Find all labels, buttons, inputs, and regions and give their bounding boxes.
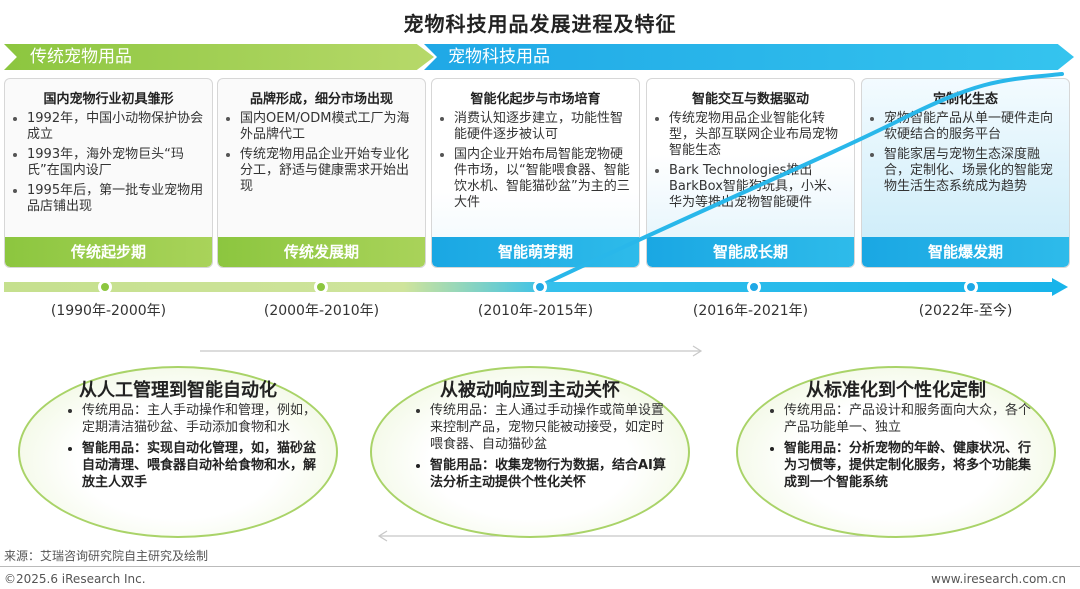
stage-card-4: 智能交互与数据驱动 传统宠物用品企业智能化转型，头部互联网企业布局宠物智能生态 …	[646, 78, 855, 268]
feature-body-2: 传统用品：主人通过手动操作或简单设置来控制产品，宠物只能被动接受，如定时喂食器、…	[414, 402, 676, 495]
timeline-dot	[747, 280, 761, 294]
stage-item: 1992年，中国小动物保护协会成立	[27, 111, 206, 143]
tech-products-banner: 宠物科技用品	[424, 44, 1074, 70]
stage-heading: 品牌形成，细分市场出现	[249, 92, 393, 107]
stage-items: 1992年，中国小动物保护协会成立 1993年，海外宠物巨头“玛氏”在国内设厂 …	[5, 111, 212, 215]
stage-items: 传统宠物用品企业智能化转型，头部互联网企业布局宠物智能生态 Bark Techn…	[647, 111, 854, 211]
feature-ellipse-2	[370, 366, 690, 538]
stage-label: 智能爆发期	[862, 237, 1069, 267]
feature-traditional: 传统用品：主人手动操作和管理，例如，定期清洁猫砂盆、手动添加食物和水	[82, 402, 322, 436]
stage-period: (2010年-2015年)	[477, 303, 594, 319]
stage-items: 国内OEM/ODM模式工厂为海外品牌代工 传统宠物用品企业开始专业化分工，舒适与…	[218, 111, 425, 195]
stage-label: 智能成长期	[647, 237, 854, 267]
stage-card-5: 定制化生态 宠物智能产品从单一硬件走向软硬结合的服务平台 智能家居与宠物生态深度…	[861, 78, 1070, 268]
stage-item: 消费认知逐步建立，功能性智能硬件逐步被认可	[454, 111, 633, 143]
stage-item: 宠物智能产品从单一硬件走向软硬结合的服务平台	[884, 111, 1063, 143]
stage-item: 国内OEM/ODM模式工厂为海外品牌代工	[240, 111, 419, 143]
stage-item: 传统宠物用品企业智能化转型，头部互联网企业布局宠物智能生态	[669, 111, 848, 159]
stage-period: (2022年-至今)	[918, 303, 1013, 319]
feature-ellipse-3	[736, 366, 1056, 538]
timeline-dot	[314, 280, 328, 294]
stage-item: 传统宠物用品企业开始专业化分工，舒适与健康需求开始出现	[240, 147, 419, 195]
feature-ellipse-1	[18, 366, 338, 538]
stage-card-2: 品牌形成，细分市场出现 国内OEM/ODM模式工厂为海外品牌代工 传统宠物用品企…	[217, 78, 426, 268]
stage-period: (2016年-2021年)	[692, 303, 809, 319]
website-link[interactable]: www.iresearch.com.cn	[931, 572, 1066, 586]
stage-item: Bark Technologies推出BarkBox智能狗玩具，小米、华为等推出…	[669, 163, 848, 211]
feature-traditional: 传统用品：主人通过手动操作或简单设置来控制产品，宠物只能被动接受，如定时喂食器、…	[430, 402, 676, 453]
stage-item: 国内企业开始布局智能宠物硬件市场，以“智能喂食器、智能饮水机、智能猫砂盆”为主的…	[454, 147, 633, 211]
stage-card-3: 智能化起步与市场培育 消费认知逐步建立，功能性智能硬件逐步被认可 国内企业开始布…	[431, 78, 640, 268]
timeline-dot	[964, 280, 978, 294]
stage-card-1: 国内宠物行业初具雏形 1992年，中国小动物保护协会成立 1993年，海外宠物巨…	[4, 78, 213, 268]
stage-period: (2000年-2010年)	[263, 303, 380, 319]
stage-items: 宠物智能产品从单一硬件走向软硬结合的服务平台 智能家居与宠物生态深度融合，定制化…	[862, 111, 1069, 195]
timeline-bar	[4, 282, 1056, 292]
stage-label: 智能萌芽期	[432, 237, 639, 267]
stage-heading: 智能交互与数据驱动	[691, 92, 809, 107]
feature-traditional: 传统用品：产品设计和服务面向大众，各个产品功能单一、独立	[784, 402, 1034, 436]
page-title: 宠物科技用品发展进程及特征	[403, 12, 677, 36]
stage-heading: 定制化生态	[932, 92, 998, 107]
source-note: 来源：艾瑞咨询研究院自主研究及绘制	[4, 549, 209, 563]
feature-body-1: 传统用品：主人手动操作和管理，例如，定期清洁猫砂盆、手动添加食物和水 智能用品：…	[66, 402, 322, 495]
feature-smart: 智能用品：分析宠物的年龄、健康状况、行为习惯等，提供定制化服务，将多个功能集成到…	[784, 440, 1034, 491]
feature-smart: 智能用品：实现自动化管理，如，猫砂盆自动清理、喂食器自动补给食物和水，解放主人双…	[82, 440, 322, 491]
feature-heading: 从人工管理到智能自动化	[79, 380, 277, 401]
stage-item: 1995年后，第一批专业宠物用品店铺出现	[27, 183, 206, 215]
stage-items: 消费认知逐步建立，功能性智能硬件逐步被认可 国内企业开始布局智能宠物硬件市场，以…	[432, 111, 639, 211]
feature-heading: 从标准化到个性化定制	[806, 380, 986, 401]
stage-heading: 国内宠物行业初具雏形	[43, 92, 174, 107]
traditional-products-banner: 传统宠物用品	[4, 44, 434, 70]
stage-item: 智能家居与宠物生态深度融合，定制化、场景化的智能宠物生活生态系统成为趋势	[884, 147, 1063, 195]
feature-smart: 智能用品：收集宠物行为数据，结合AI算法分析主动提供个性化关怀	[430, 457, 676, 491]
feature-body-3: 传统用品：产品设计和服务面向大众，各个产品功能单一、独立 智能用品：分析宠物的年…	[768, 402, 1034, 495]
timeline	[4, 278, 1070, 296]
stage-heading: 智能化起步与市场培育	[470, 92, 601, 107]
footer-divider	[0, 566, 1080, 567]
feature-heading: 从被动响应到主动关怀	[440, 380, 620, 401]
stage-label: 传统发展期	[218, 237, 425, 267]
stage-label: 传统起步期	[5, 237, 212, 267]
copyright: ©2025.6 iResearch Inc.	[4, 572, 146, 586]
timeline-arrow-icon	[1052, 278, 1068, 296]
timeline-dot	[98, 280, 112, 294]
stage-period: (1990年-2000年)	[50, 303, 167, 319]
stage-item: 1993年，海外宠物巨头“玛氏”在国内设厂	[27, 147, 206, 179]
timeline-dot	[533, 280, 547, 294]
